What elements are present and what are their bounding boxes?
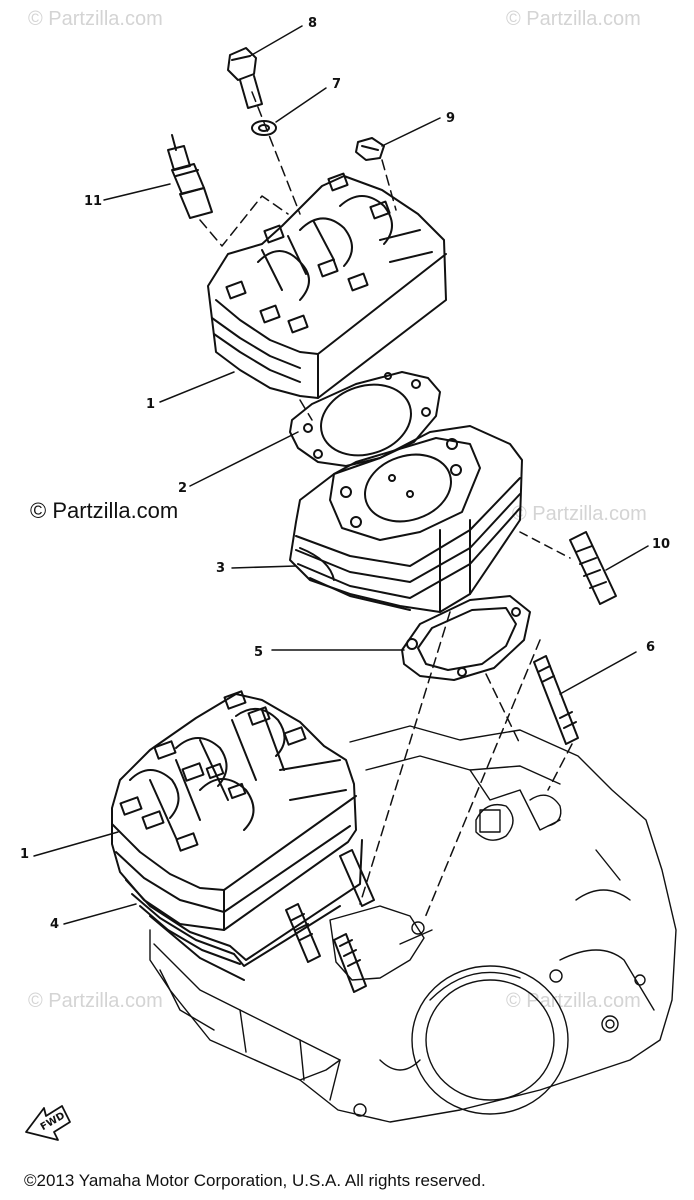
assembly-lines-upper — [199, 91, 397, 421]
fwd-label: FWD — [39, 1110, 67, 1133]
leader-3 — [231, 565, 297, 569]
watermark: © Partzilla.com — [506, 8, 641, 30]
part-5-base-gasket — [401, 595, 531, 681]
part-1-cylinder-head-lower — [111, 690, 357, 931]
callout-5: 5 — [254, 645, 264, 660]
watermark: © Partzilla.com — [506, 990, 641, 1012]
leader-4 — [63, 903, 137, 925]
assembly-line-10 — [519, 531, 571, 559]
leader-6 — [559, 651, 637, 695]
callout-10: 10 — [652, 537, 671, 552]
part-11-spark-plug — [167, 134, 213, 219]
callout-7: 7 — [332, 77, 342, 92]
watermark: © Partzilla.com — [28, 990, 163, 1012]
copyright-notice: ©2013 Yamaha Motor Corporation, U.S.A. A… — [24, 1171, 486, 1190]
watermark: © Partzilla.com — [512, 503, 647, 525]
leader-1-upper — [159, 371, 235, 403]
part-7-washer — [251, 120, 277, 136]
callout-1-lower: 1 — [20, 847, 30, 862]
fwd-arrow-icon: FWD — [25, 1105, 71, 1141]
watermark-dark: © Partzilla.com — [30, 498, 179, 523]
part-3-cylinder — [289, 425, 523, 613]
part-10-dowel — [569, 531, 617, 605]
callout-6: 6 — [646, 640, 656, 655]
part-2-head-gasket — [289, 371, 441, 467]
leader-2 — [189, 431, 299, 487]
callout-2: 2 — [178, 481, 188, 496]
part-9-nut — [355, 137, 385, 161]
callout-8: 8 — [308, 16, 318, 31]
part-8-bolt — [227, 47, 263, 109]
callout-4: 4 — [50, 917, 60, 932]
leader-9 — [381, 117, 441, 147]
callout-1-upper: 1 — [146, 397, 156, 412]
crankcase-outline — [149, 725, 677, 1123]
leader-10 — [605, 545, 649, 571]
leader-8 — [249, 25, 303, 57]
leader-11 — [103, 183, 171, 201]
watermark: © Partzilla.com — [28, 8, 163, 30]
part-4-cylinder-lower — [125, 839, 375, 993]
leader-7 — [275, 87, 327, 123]
leader-1-lower — [33, 831, 119, 857]
callout-11: 11 — [84, 194, 103, 209]
part-6-stud — [533, 655, 579, 745]
callout-9: 9 — [446, 111, 456, 126]
callout-3: 3 — [216, 561, 226, 576]
part-1-cylinder-head-upper — [207, 172, 447, 399]
